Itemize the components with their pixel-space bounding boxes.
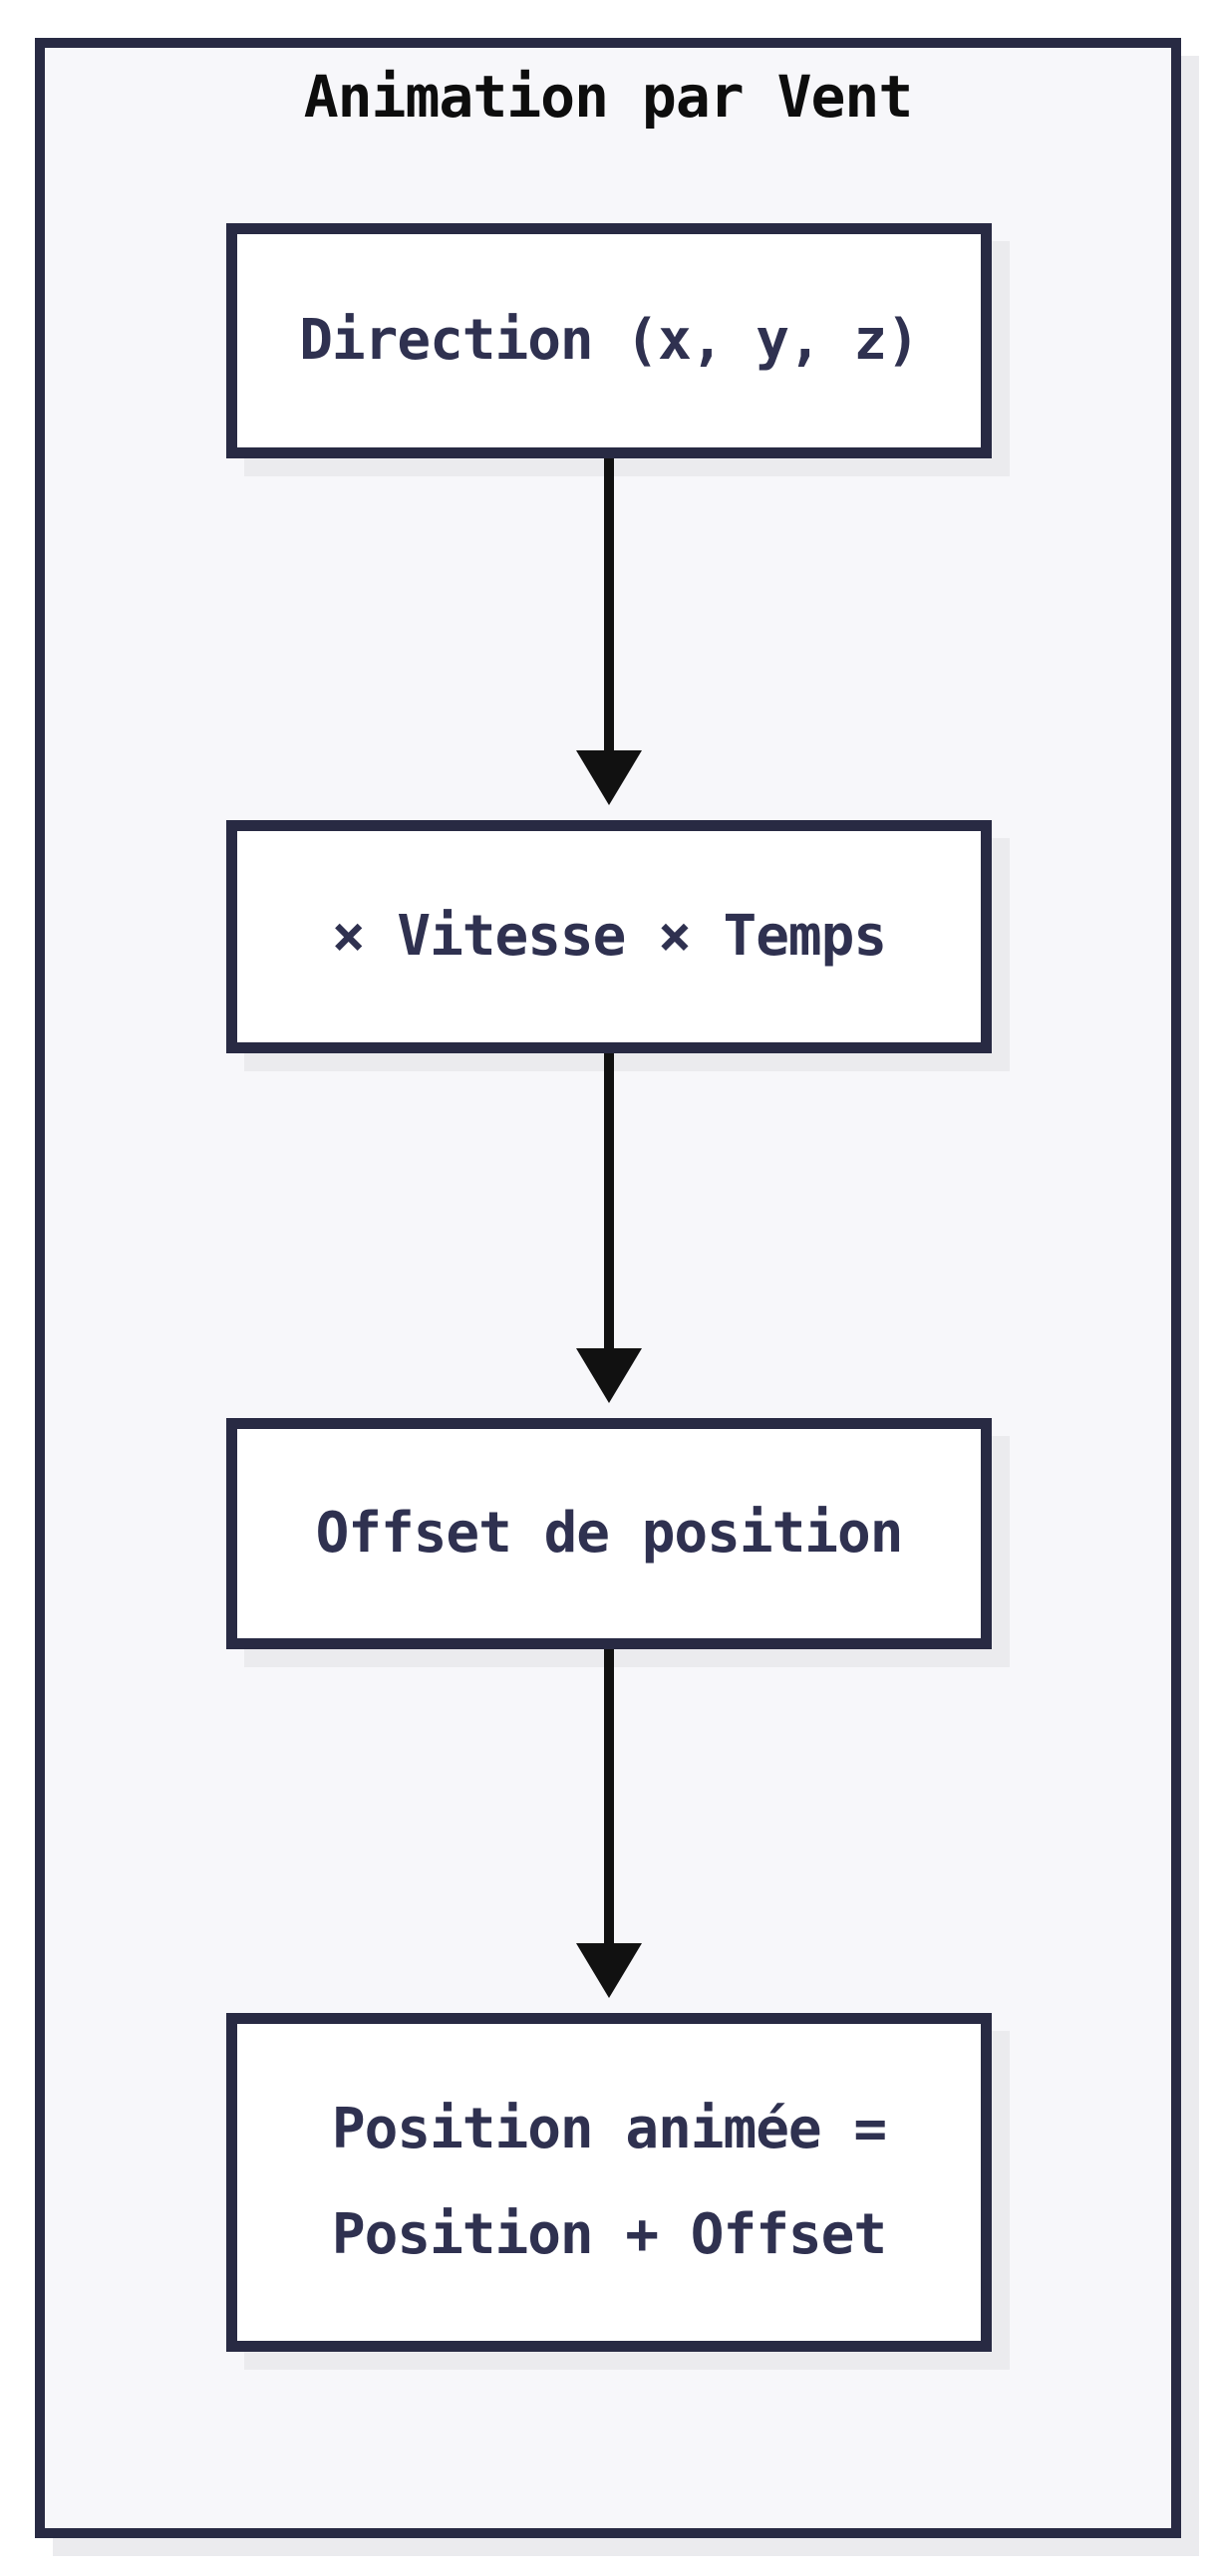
flow-node-multiply: × Vitesse × Temps: [226, 820, 992, 1053]
diagram-frame: Animation par Vent Direction (x, y, z) ×…: [35, 38, 1181, 2538]
flow-node-result: Position animée = Position + Offset: [226, 2013, 992, 2352]
flow-node-label: Offset de position: [315, 1500, 904, 1566]
flow-node-label: × Vitesse × Temps: [331, 903, 887, 969]
flow-node-label-line2: Position + Offset: [331, 2202, 887, 2267]
flow-node-label: Direction (x, y, z): [299, 307, 920, 373]
diagram-title: Animation par Vent: [303, 63, 914, 131]
flow-arrow-down-icon: [576, 1053, 642, 1403]
flow-node-label-line1: Position animée =: [331, 2096, 887, 2161]
flow-node-direction: Direction (x, y, z): [226, 223, 992, 458]
flow-arrow-down-icon: [576, 1649, 642, 1998]
flow-arrow-down-icon: [576, 458, 642, 805]
flow-node-offset: Offset de position: [226, 1418, 992, 1649]
